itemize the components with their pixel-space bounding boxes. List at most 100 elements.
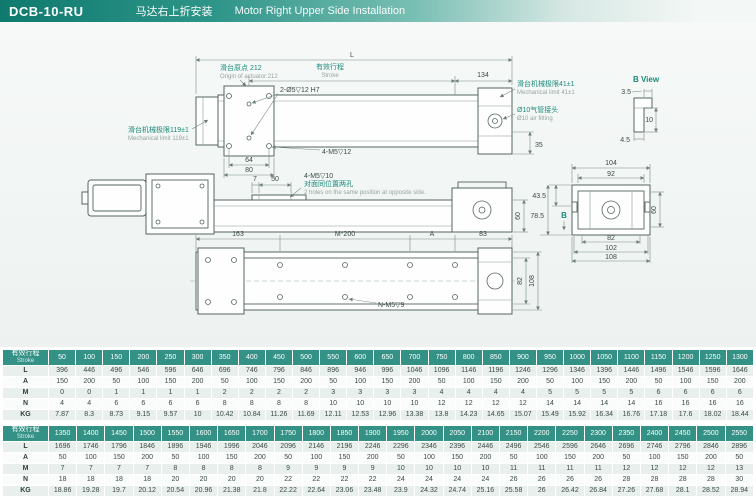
dim-82-bottom: 82 (517, 277, 524, 285)
table-cell: 1496 (644, 365, 673, 377)
stroke-value: 250 (156, 349, 185, 366)
row-label: L (2, 441, 49, 453)
table-cell: 100 (346, 376, 375, 388)
table-cell: 14 (535, 398, 565, 410)
table-cell: 50 (210, 376, 239, 388)
table-cell: 11.69 (291, 409, 321, 421)
table-cell: 2 (210, 387, 239, 399)
table-cell: 11 (583, 463, 613, 475)
table-cell: 50 (724, 452, 754, 464)
table-cell: 15.49 (535, 409, 565, 421)
stroke-value: 750 (427, 349, 456, 366)
table-cell: 18 (132, 474, 162, 486)
table-cell: 1696 (47, 441, 78, 453)
table-cell: 200 (583, 452, 613, 464)
table-cell: 200 (617, 376, 646, 388)
stroke-value: 300 (183, 349, 212, 366)
table-cell: 2546 (527, 441, 557, 453)
table-cell: 1 (156, 387, 185, 399)
stroke-value: 2400 (639, 425, 670, 442)
table-cell: 14 (617, 398, 646, 410)
table-cell: 24 (470, 474, 501, 486)
table-cell: 2 (291, 387, 321, 399)
stroke-value: 1000 (563, 349, 592, 366)
stroke-value: 2100 (470, 425, 501, 442)
row-label: A (2, 452, 49, 464)
dim-104: 104 (605, 160, 617, 167)
table-cell: 50 (535, 376, 565, 388)
screw-holes-label: 4-M5▽12 (322, 149, 351, 156)
table-cell: 12 (611, 463, 641, 475)
table-cell: 150 (668, 452, 698, 464)
stroke-value: 800 (454, 349, 483, 366)
table-cell: 27.26 (611, 485, 641, 497)
table-cell: 10.84 (237, 409, 266, 421)
row-label: A (2, 376, 49, 388)
stroke-header-en: Stroke (16, 358, 35, 364)
table-cell: 12.96 (373, 409, 402, 421)
stroke-value: 550 (319, 349, 348, 366)
table-cell: 50 (498, 452, 529, 464)
dim-10: 10 (645, 117, 653, 124)
table-cell: 200 (358, 452, 388, 464)
stroke-label-en: Stroke (321, 73, 339, 79)
table-cell: 21.8 (245, 485, 275, 497)
table-cell: 5 (590, 387, 619, 399)
table-cell: 13.38 (400, 409, 429, 421)
table-cell: 200 (245, 452, 275, 464)
table-cell: 396 (47, 365, 77, 377)
table-cell: 1846 (132, 441, 162, 453)
table-cell: 16 (644, 398, 673, 410)
table-cell: 18.02 (698, 409, 727, 421)
dim-108-bottom: 108 (529, 275, 536, 287)
table-cell: 150 (481, 376, 510, 388)
table-cell: 24.74 (442, 485, 472, 497)
table-cell: 20 (245, 474, 275, 486)
table-cell: 4 (508, 387, 537, 399)
table-cell: 1 (129, 387, 158, 399)
table-cell: 22 (329, 474, 360, 486)
table-cell: 28 (668, 474, 698, 486)
table-cell: 17.18 (644, 409, 673, 421)
table-cell: 18.86 (47, 485, 78, 497)
stroke-value: 1550 (160, 425, 190, 442)
table-cell: 11.26 (264, 409, 293, 421)
stroke-value: 450 (264, 349, 293, 366)
table-cell: 10.42 (210, 409, 239, 421)
table-cell: 1 (183, 387, 212, 399)
table-cell: 50 (47, 452, 78, 464)
table-cell: 15.07 (508, 409, 537, 421)
stroke-value: 2150 (498, 425, 529, 442)
dim-82-section: 82 (607, 235, 615, 242)
table-cell: 14.65 (481, 409, 510, 421)
table-cell: 100 (129, 376, 158, 388)
header-banner: DCB-10-RU 马达右上折安装 Motor Right Upper Side… (0, 0, 756, 22)
table-cell: 596 (156, 365, 185, 377)
stroke-value: 900 (508, 349, 537, 366)
table-cell: 4 (481, 387, 510, 399)
table-cell: 50 (386, 452, 416, 464)
dim-L: L (350, 52, 354, 59)
b-arrow-label: B (561, 211, 567, 220)
stroke-value: 2250 (555, 425, 585, 442)
table-cell: 23.9 (386, 485, 416, 497)
table-cell: 2446 (470, 441, 501, 453)
table-cell: 100 (188, 452, 219, 464)
stroke-value: 1400 (76, 425, 106, 442)
table-cell: 50 (102, 376, 131, 388)
dim-108-section: 108 (605, 254, 617, 261)
table-cell: 1046 (400, 365, 429, 377)
table-cell: 150 (47, 376, 77, 388)
table-cell: 1746 (76, 441, 106, 453)
table-cell: 12.53 (346, 409, 375, 421)
table-cell: 2496 (498, 441, 529, 453)
stroke-header-en: Stroke (16, 434, 35, 440)
table-cell: 10 (400, 398, 429, 410)
table-cell: 50 (644, 376, 673, 388)
stroke-value: 1750 (273, 425, 303, 442)
